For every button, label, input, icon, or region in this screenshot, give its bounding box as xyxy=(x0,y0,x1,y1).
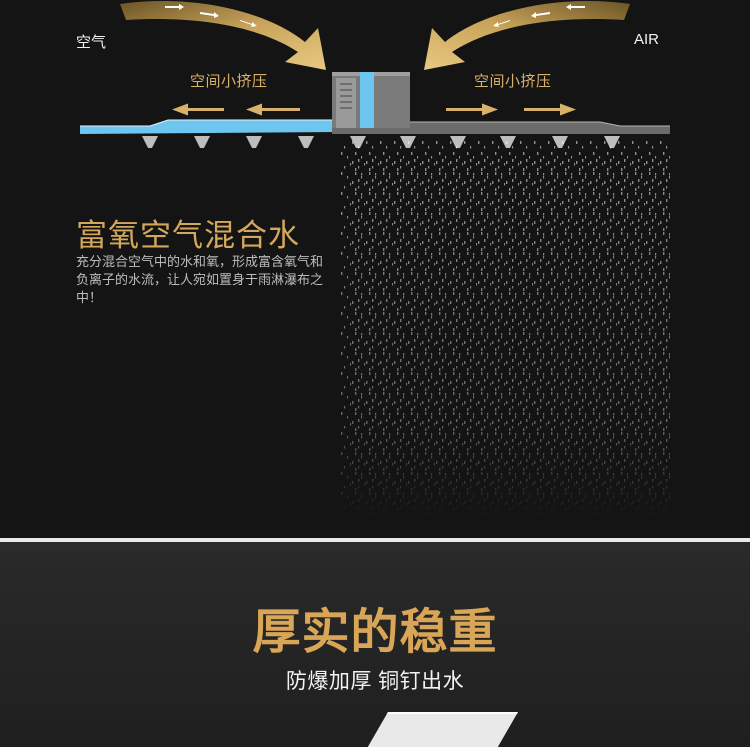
section-title: 厚实的稳重 xyxy=(252,606,498,659)
nozzle-icon xyxy=(298,136,314,148)
nozzle-icon xyxy=(142,136,158,148)
air-mix-section: 空气 AIR 空间小挤压 空间小挤压 富氧空气混合水 充分混合空气中的水和氧，形… xyxy=(76,1,670,527)
white-direction-arrow-icon xyxy=(165,4,585,27)
feature-description: 充分混合空气中的水和氧，形成富含氧气和负离子的水流，让人宛如置身于雨淋瀑布之中！ xyxy=(76,254,324,305)
water-spray-icon xyxy=(340,140,670,527)
shower-cross-section xyxy=(80,72,670,134)
nozzle-icon xyxy=(246,136,262,148)
air-label-left: 空气 xyxy=(76,34,107,51)
air-label-right: AIR xyxy=(634,31,660,48)
section-subtitle: 防爆加厚 铜钉出水 xyxy=(285,670,465,693)
white-direction-arrow-icon xyxy=(172,103,576,116)
squeeze-label-left: 空间小挤压 xyxy=(190,73,268,90)
gold-air-arrow-icon xyxy=(424,1,630,70)
feature-title: 富氧空气混合水 xyxy=(76,218,300,253)
squeeze-label-right: 空间小挤压 xyxy=(474,73,552,90)
section-divider xyxy=(0,538,750,542)
sturdy-section: 厚实的稳重 防爆加厚 铜钉出水 xyxy=(0,542,750,747)
shower-diagram xyxy=(80,1,670,527)
gold-air-arrow-icon xyxy=(120,1,326,70)
nozzle-icon xyxy=(194,136,210,148)
